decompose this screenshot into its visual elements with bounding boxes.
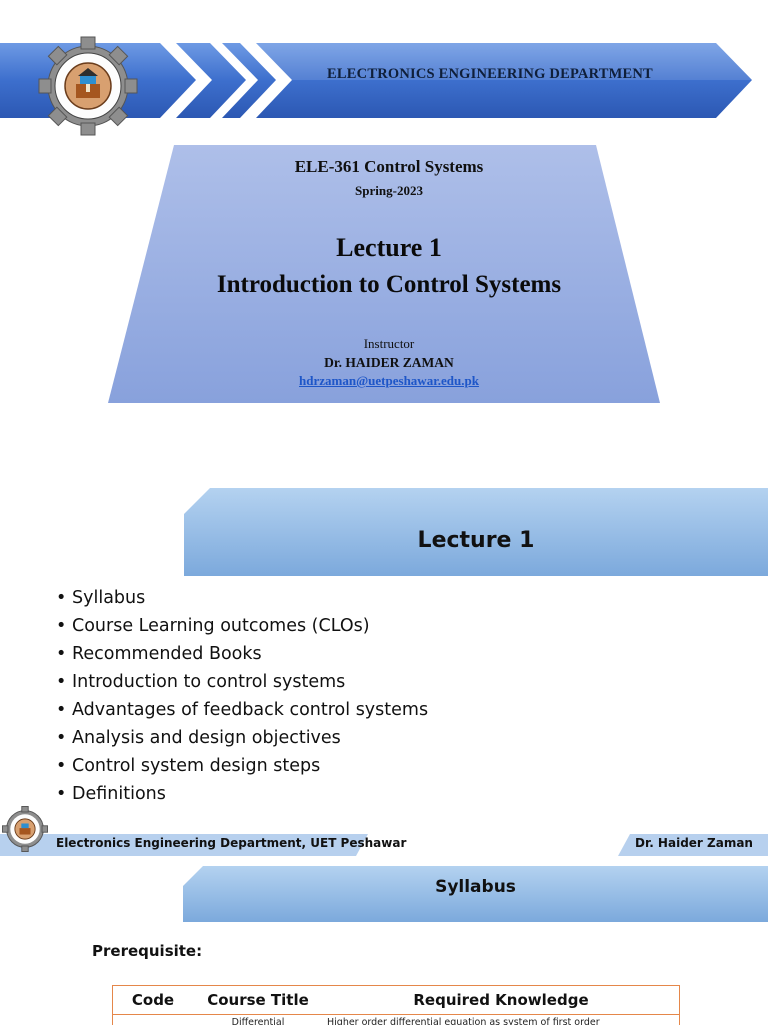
table-cell [113, 1015, 193, 1025]
footer-department: Electronics Engineering Department, UET … [56, 836, 406, 850]
table-row: Differential Higher order differential e… [113, 1015, 679, 1025]
list-item: •Control system design steps [56, 752, 428, 780]
instructor-label: Instructor [190, 336, 588, 352]
prerequisite-label: Prerequisite: [92, 942, 202, 960]
list-item: •Introduction to control systems [56, 668, 428, 696]
department-title: ELECTRONICS ENGINEERING DEPARTMENT [270, 66, 710, 83]
topic-list: •Syllabus •Course Learning outcomes (CLO… [56, 584, 428, 808]
university-logo-small-icon [2, 806, 48, 852]
lecture-title: Introduction to Control Systems [150, 271, 628, 299]
lecture-label: Lecture 1 [150, 233, 628, 263]
column-header-knowledge: Required Knowledge [323, 986, 679, 1015]
list-item: •Advantages of feedback control systems [56, 696, 428, 724]
course-term: Spring-2023 [190, 183, 588, 199]
column-header-title: Course Title [193, 986, 323, 1015]
list-item: •Syllabus [56, 584, 428, 612]
column-header-code: Code [113, 986, 193, 1015]
table-cell: Higher order differential equation as sy… [323, 1015, 679, 1025]
footer-instructor: Dr. Haider Zaman [620, 836, 768, 850]
syllabus-banner-title: Syllabus [183, 877, 768, 897]
instructor-name: Dr. HAIDER ZAMAN [190, 355, 588, 371]
prerequisite-table: Code Course Title Required Knowledge Dif… [112, 985, 680, 1025]
lecture-banner-title: Lecture 1 [184, 528, 768, 553]
list-item: •Recommended Books [56, 640, 428, 668]
list-item: •Definitions [56, 780, 428, 808]
university-logo-icon [38, 36, 138, 136]
course-title: ELE-361 Control Systems [190, 157, 588, 177]
instructor-email-link[interactable]: hdrzaman@uetpeshawar.edu.pk [190, 373, 588, 389]
table-header-row: Code Course Title Required Knowledge [113, 986, 679, 1015]
list-item: •Analysis and design objectives [56, 724, 428, 752]
table-cell: Differential [193, 1015, 323, 1025]
list-item: •Course Learning outcomes (CLOs) [56, 612, 428, 640]
